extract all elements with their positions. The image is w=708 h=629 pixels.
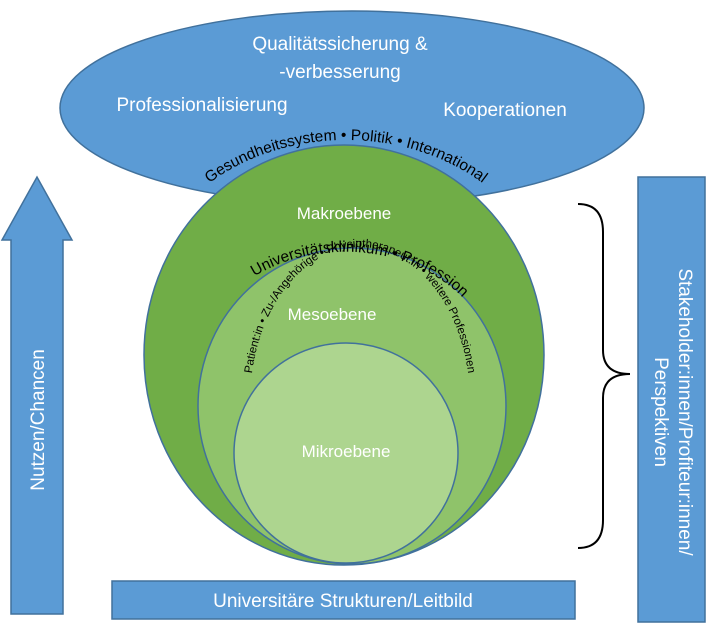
stakeholder-label-line2: Perspektiven — [650, 357, 671, 467]
top-title-line1: Qualitätssicherung & — [252, 34, 428, 55]
micro-level-title: Mikroebene — [302, 442, 391, 461]
top-left-label: Professionalisierung — [116, 95, 287, 116]
micro-level-ellipse — [233, 342, 459, 564]
stakeholder-label-line1: Stakeholder:innen/Profiteur:innen/ — [674, 268, 695, 556]
curly-brace-icon — [577, 203, 631, 549]
up-arrow-icon — [0, 175, 74, 615]
top-title-line2: -verbesserung — [279, 62, 400, 83]
macro-level-title: Makroebene — [297, 204, 392, 223]
bottom-bar — [111, 580, 576, 620]
bottom-bar-label: Universitäre Strukturen/Leitbild — [213, 591, 473, 612]
stakeholder-box — [637, 176, 706, 623]
top-right-label: Kooperationen — [443, 100, 567, 121]
meso-level-title: Mesoebene — [288, 305, 377, 324]
left-arrow-label: Nutzen/Chancen — [28, 349, 49, 491]
